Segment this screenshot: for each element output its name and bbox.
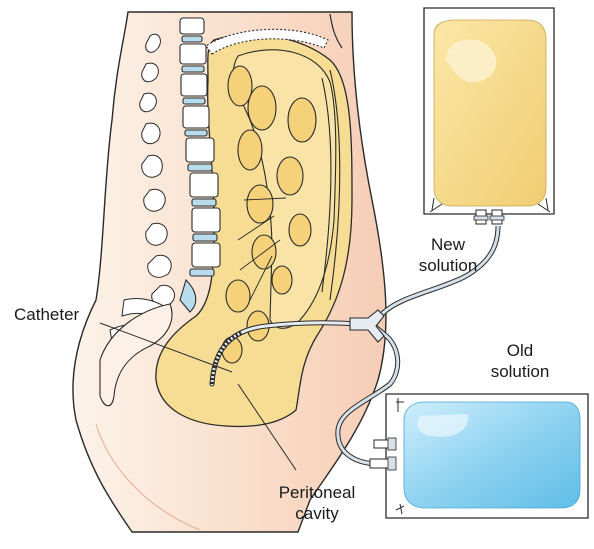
label-peritoneal-cavity: Peritoneal cavity — [262, 482, 372, 524]
label-new-solution-line1: New — [398, 234, 498, 255]
label-old-solution-line1: Old — [470, 340, 570, 361]
label-catheter-text: Catheter — [14, 305, 79, 324]
label-old-solution: Old solution — [470, 340, 570, 382]
label-catheter: Catheter — [14, 304, 104, 325]
drainage-bag-icon — [370, 394, 588, 518]
label-peritoneal-cavity-line1: Peritoneal — [262, 482, 372, 503]
label-old-solution-line2: solution — [470, 361, 570, 382]
label-new-solution-line2: solution — [398, 255, 498, 276]
label-peritoneal-cavity-line2: cavity — [262, 503, 372, 524]
iv-bag-icon — [424, 8, 554, 224]
label-new-solution: New solution — [398, 234, 498, 276]
